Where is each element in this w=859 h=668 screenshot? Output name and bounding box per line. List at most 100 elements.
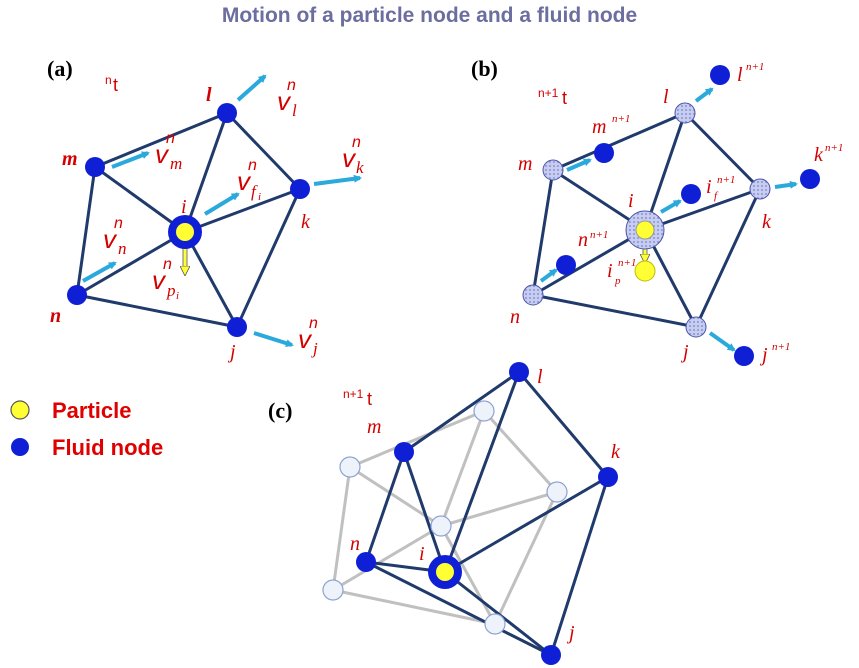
new-label-b-if: i f n+1 (706, 174, 735, 202)
edge-b-i-l (643, 112, 687, 231)
arrow-b-j (708, 331, 736, 352)
old-edge-c-m-l (349, 409, 485, 469)
new-label-b-j-name: j (759, 344, 768, 366)
label-a-k: k (301, 211, 311, 233)
new-node-b-if (681, 184, 701, 204)
new-label-b-m: m n+1 (592, 113, 630, 138)
new-node-b-n (556, 255, 576, 275)
velocity-label-a-p: v n p i (152, 256, 179, 302)
label-c-l: l (537, 366, 543, 388)
new-label-b-l: l n+1 (737, 61, 764, 86)
label-b-n: n (510, 306, 520, 328)
velocity-label-a-f: v n f i (237, 157, 261, 203)
edge-a-i-m (94, 165, 186, 234)
new-label-b-n: n n+1 (578, 229, 608, 251)
arrow-b-n (539, 268, 558, 283)
edge-c-i-m (402, 451, 447, 573)
v-a-p-sup: n (163, 256, 172, 273)
node-a-i-particle (176, 223, 194, 241)
v-a-j: v (298, 324, 313, 354)
v-a-n-sup: n (114, 215, 123, 232)
old-edge-c-j-n (332, 588, 496, 626)
panel-c-time-t: t (367, 389, 372, 409)
old-node-b-m (542, 159, 564, 181)
edge-a-i-l (183, 112, 229, 233)
label-b-i: i (628, 190, 634, 212)
new-label-b-if-sub: f (714, 190, 719, 202)
arrow-b-f (659, 199, 682, 214)
node-a-n (67, 285, 87, 305)
new-node-b-k (800, 169, 820, 189)
new-label-b-if-sup: n+1 (717, 174, 735, 186)
v-a-m-sup: n (166, 130, 175, 147)
label-a-n: n (50, 305, 61, 327)
edge-a-i-n (76, 230, 186, 297)
v-a-j-sub: j (311, 339, 318, 358)
arrow-a-f (203, 192, 240, 216)
edge-a-i-j (183, 231, 239, 328)
old-node-c-m (339, 456, 361, 478)
label-b-l: l (663, 86, 669, 108)
node-c-l (509, 362, 529, 382)
v-a-k-sub: k (356, 158, 364, 177)
arrow-b-k (774, 180, 798, 189)
new-label-b-k-name: k (814, 144, 824, 166)
node-c-m (394, 442, 414, 462)
old-edge-c-i-n (332, 524, 442, 592)
new-particle-b-ip (634, 260, 656, 282)
v-a-f-sub: f (251, 182, 258, 201)
panel-b-time-sup: n+1 (538, 86, 559, 100)
old-node-c-l (473, 400, 495, 422)
panel-a-velocity-arrows (82, 74, 362, 348)
new-label-b-m-sup: n+1 (612, 113, 630, 125)
edge-a-m-l (94, 111, 228, 169)
arrow-a-n (82, 261, 117, 283)
edge-a-l-k (225, 111, 302, 191)
panel-c-new-mesh (364, 370, 610, 657)
old-edge-c-l-k (482, 409, 559, 494)
edge-c-i-j (444, 570, 552, 657)
old-node-c-n (322, 579, 344, 601)
v-a-l-sup: n (287, 77, 296, 94)
new-label-b-if-name: i (706, 176, 712, 198)
label-a-m: m (62, 148, 78, 170)
panel-a-time-sup: n (105, 73, 112, 87)
velocity-label-a-l: v n l (277, 77, 297, 120)
new-label-b-k-sup: n+1 (825, 142, 843, 154)
old-node-b-n (522, 284, 544, 306)
new-label-b-l-name: l (737, 64, 743, 86)
edge-a-i-k (184, 187, 301, 234)
label-b-j: j (680, 341, 689, 363)
edge-b-l-k (683, 111, 762, 191)
node-a-j (227, 317, 247, 337)
v-a-p-subsub: i (176, 290, 179, 302)
label-c-i: i (419, 543, 425, 565)
velocity-label-a-m: v n m (155, 130, 182, 173)
panel-a-edges (75, 111, 302, 329)
node-a-k (290, 179, 310, 199)
new-node-b-l (710, 65, 730, 85)
new-label-b-ip: i p n+1 (607, 257, 636, 287)
edge-c-i-l (443, 371, 521, 573)
new-node-b-j (734, 346, 754, 366)
legend-particle-label: Particle (52, 398, 132, 423)
edge-b-m-l (552, 111, 686, 172)
panel-a: (a) n t (47, 56, 364, 363)
legend-fluid-node-label: Fluid node (52, 435, 163, 460)
arrow-b-l (694, 87, 714, 103)
new-label-b-ip-sup: n+1 (618, 257, 636, 269)
node-c-n (356, 552, 376, 572)
label-a-i: i (181, 196, 187, 218)
panel-b-time-t: t (562, 88, 567, 108)
v-a-p-sub: p (166, 281, 176, 300)
new-label-b-j-sup: n+1 (772, 341, 790, 353)
new-label-b-m-name: m (592, 116, 606, 138)
fluid-node-circle-icon (11, 438, 29, 456)
new-label-b-l-sup: n+1 (746, 61, 764, 73)
panel-c-label: (c) (268, 398, 292, 423)
panel-a-label: (a) (47, 56, 73, 81)
new-label-b-n-sup: n+1 (590, 229, 608, 241)
old-node-b-l (674, 102, 696, 124)
